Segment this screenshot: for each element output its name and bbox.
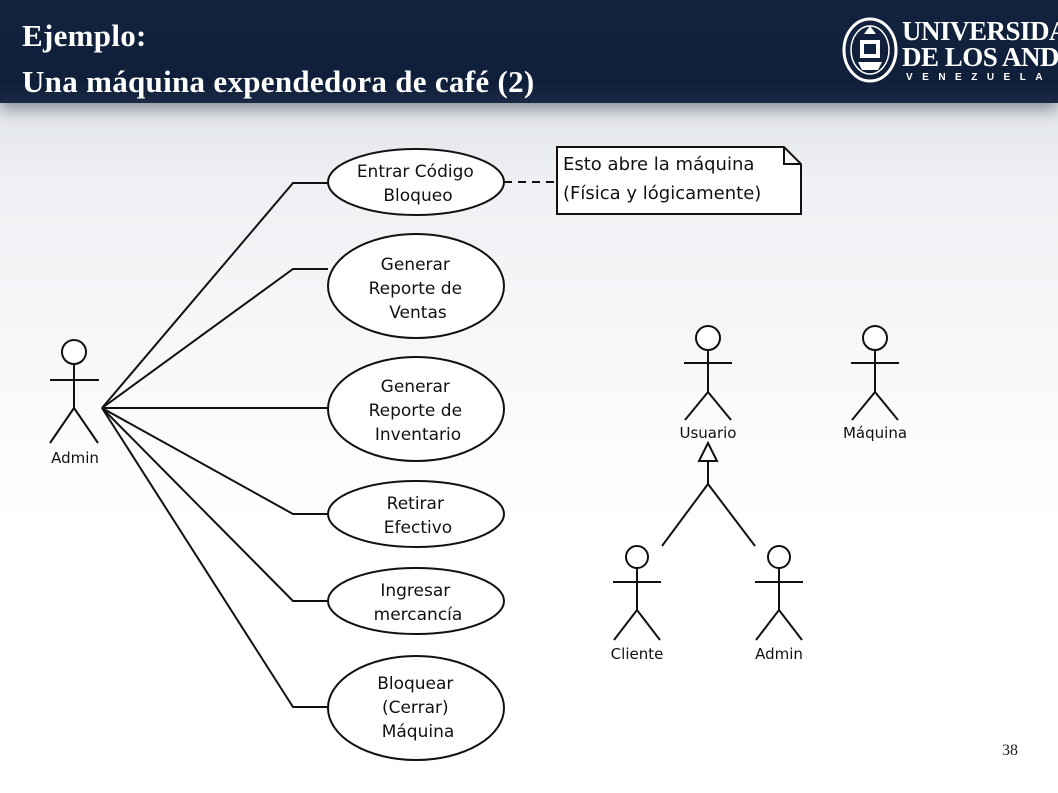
- note-box: [556, 146, 802, 215]
- use-case-label-3: Generar Reporte de Inventario: [369, 377, 468, 445]
- actor-maquina-label: Máquina: [843, 424, 907, 442]
- generalization-arrow: [661, 440, 756, 547]
- actor-admin-child: [755, 545, 803, 641]
- use-case-label-1: Entrar Código Bloqueo: [357, 162, 479, 206]
- logo-text-venezuela: VENEZUELA: [906, 72, 1053, 83]
- logo-text-universidad: UNIVERSIDAD: [902, 16, 1058, 46]
- association-line-2: [101, 268, 328, 409]
- association-line-4: [101, 407, 328, 515]
- actor-admin-child-label: Admin: [755, 645, 803, 663]
- actor-usuario: [684, 325, 732, 421]
- actor-usuario-label: Usuario: [679, 424, 736, 442]
- actor-cliente-label: Cliente: [611, 645, 664, 663]
- association-line-5: [101, 407, 328, 602]
- use-case-retirar-efectivo: [327, 480, 505, 548]
- university-logo: UNIVERSIDAD DE LOS ANDES VENEZUELA: [840, 14, 1058, 90]
- note-text: Esto abre la máquina (Física y lógicamen…: [563, 154, 761, 204]
- use-case-ingresar-mercancia: [327, 567, 505, 635]
- slide-title-line-2: Una máquina expendedora de café (2): [22, 64, 535, 99]
- use-case-label-6: Bloquear (Cerrar) Máquina: [377, 674, 459, 742]
- use-case-entrar-codigo-bloqueo: [327, 148, 505, 216]
- actor-maquina: [851, 325, 899, 421]
- slide-header: Ejemplo: Una máquina expendedora de café…: [0, 0, 1058, 103]
- actor-cliente: [613, 545, 661, 641]
- use-case-generar-reporte-ventas: [327, 233, 505, 339]
- actor-admin: [49, 339, 99, 444]
- use-case-generar-reporte-inventario: [327, 356, 505, 462]
- use-case-label-2: Generar Reporte de Ventas: [369, 255, 468, 323]
- slide-title-line-1: Ejemplo:: [22, 18, 147, 53]
- page-number: 38: [1002, 742, 1018, 759]
- use-case-label-4: Retirar Efectivo: [384, 494, 452, 538]
- actor-admin-label: Admin: [51, 449, 99, 467]
- logo-text-de-los-andes: DE LOS ANDES: [902, 42, 1058, 72]
- association-line-6: [101, 407, 328, 708]
- association-line-1: [101, 182, 328, 409]
- use-case-label-5: Ingresar mercancía: [374, 581, 463, 625]
- use-case-bloquear-maquina: [327, 655, 505, 761]
- university-seal-icon: [842, 17, 898, 83]
